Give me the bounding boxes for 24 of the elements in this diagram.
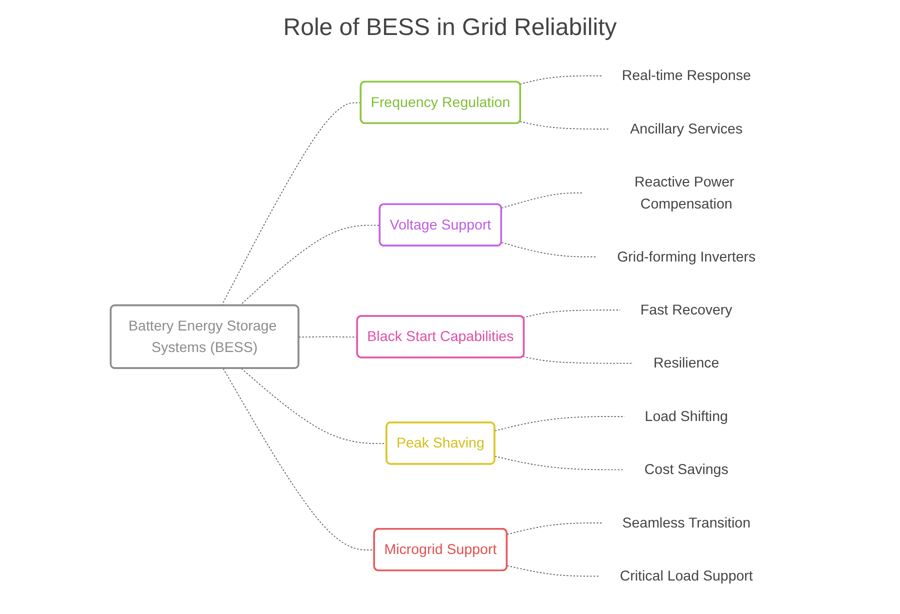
node-text: Fast Recovery — [640, 302, 732, 318]
node-text: Critical Load Support — [619, 568, 752, 584]
connector — [519, 121, 610, 130]
connector — [494, 456, 624, 470]
connector — [494, 416, 625, 432]
connector — [500, 192, 582, 209]
connector — [506, 565, 600, 577]
connector — [298, 336, 358, 338]
node-text: Cost Savings — [644, 462, 728, 478]
diagram-title: Role of BESS in Grid Reliability — [282, 13, 618, 43]
connector — [519, 75, 602, 85]
connector — [522, 310, 620, 318]
connector — [222, 368, 374, 550]
node-text: Load Shifting — [644, 408, 728, 424]
node-text: Ancillary Services — [630, 120, 742, 137]
connector — [500, 242, 597, 258]
connector — [240, 368, 387, 444]
node-text: Grid-forming Inverters — [616, 248, 756, 265]
node-text: Resilience — [652, 355, 719, 372]
node-text: Seamless Transition — [622, 514, 750, 531]
node-text: Reactive Power Compensation — [634, 174, 734, 212]
node-text: Real-time Response — [621, 68, 750, 84]
connector — [522, 356, 634, 364]
connector — [506, 522, 602, 535]
